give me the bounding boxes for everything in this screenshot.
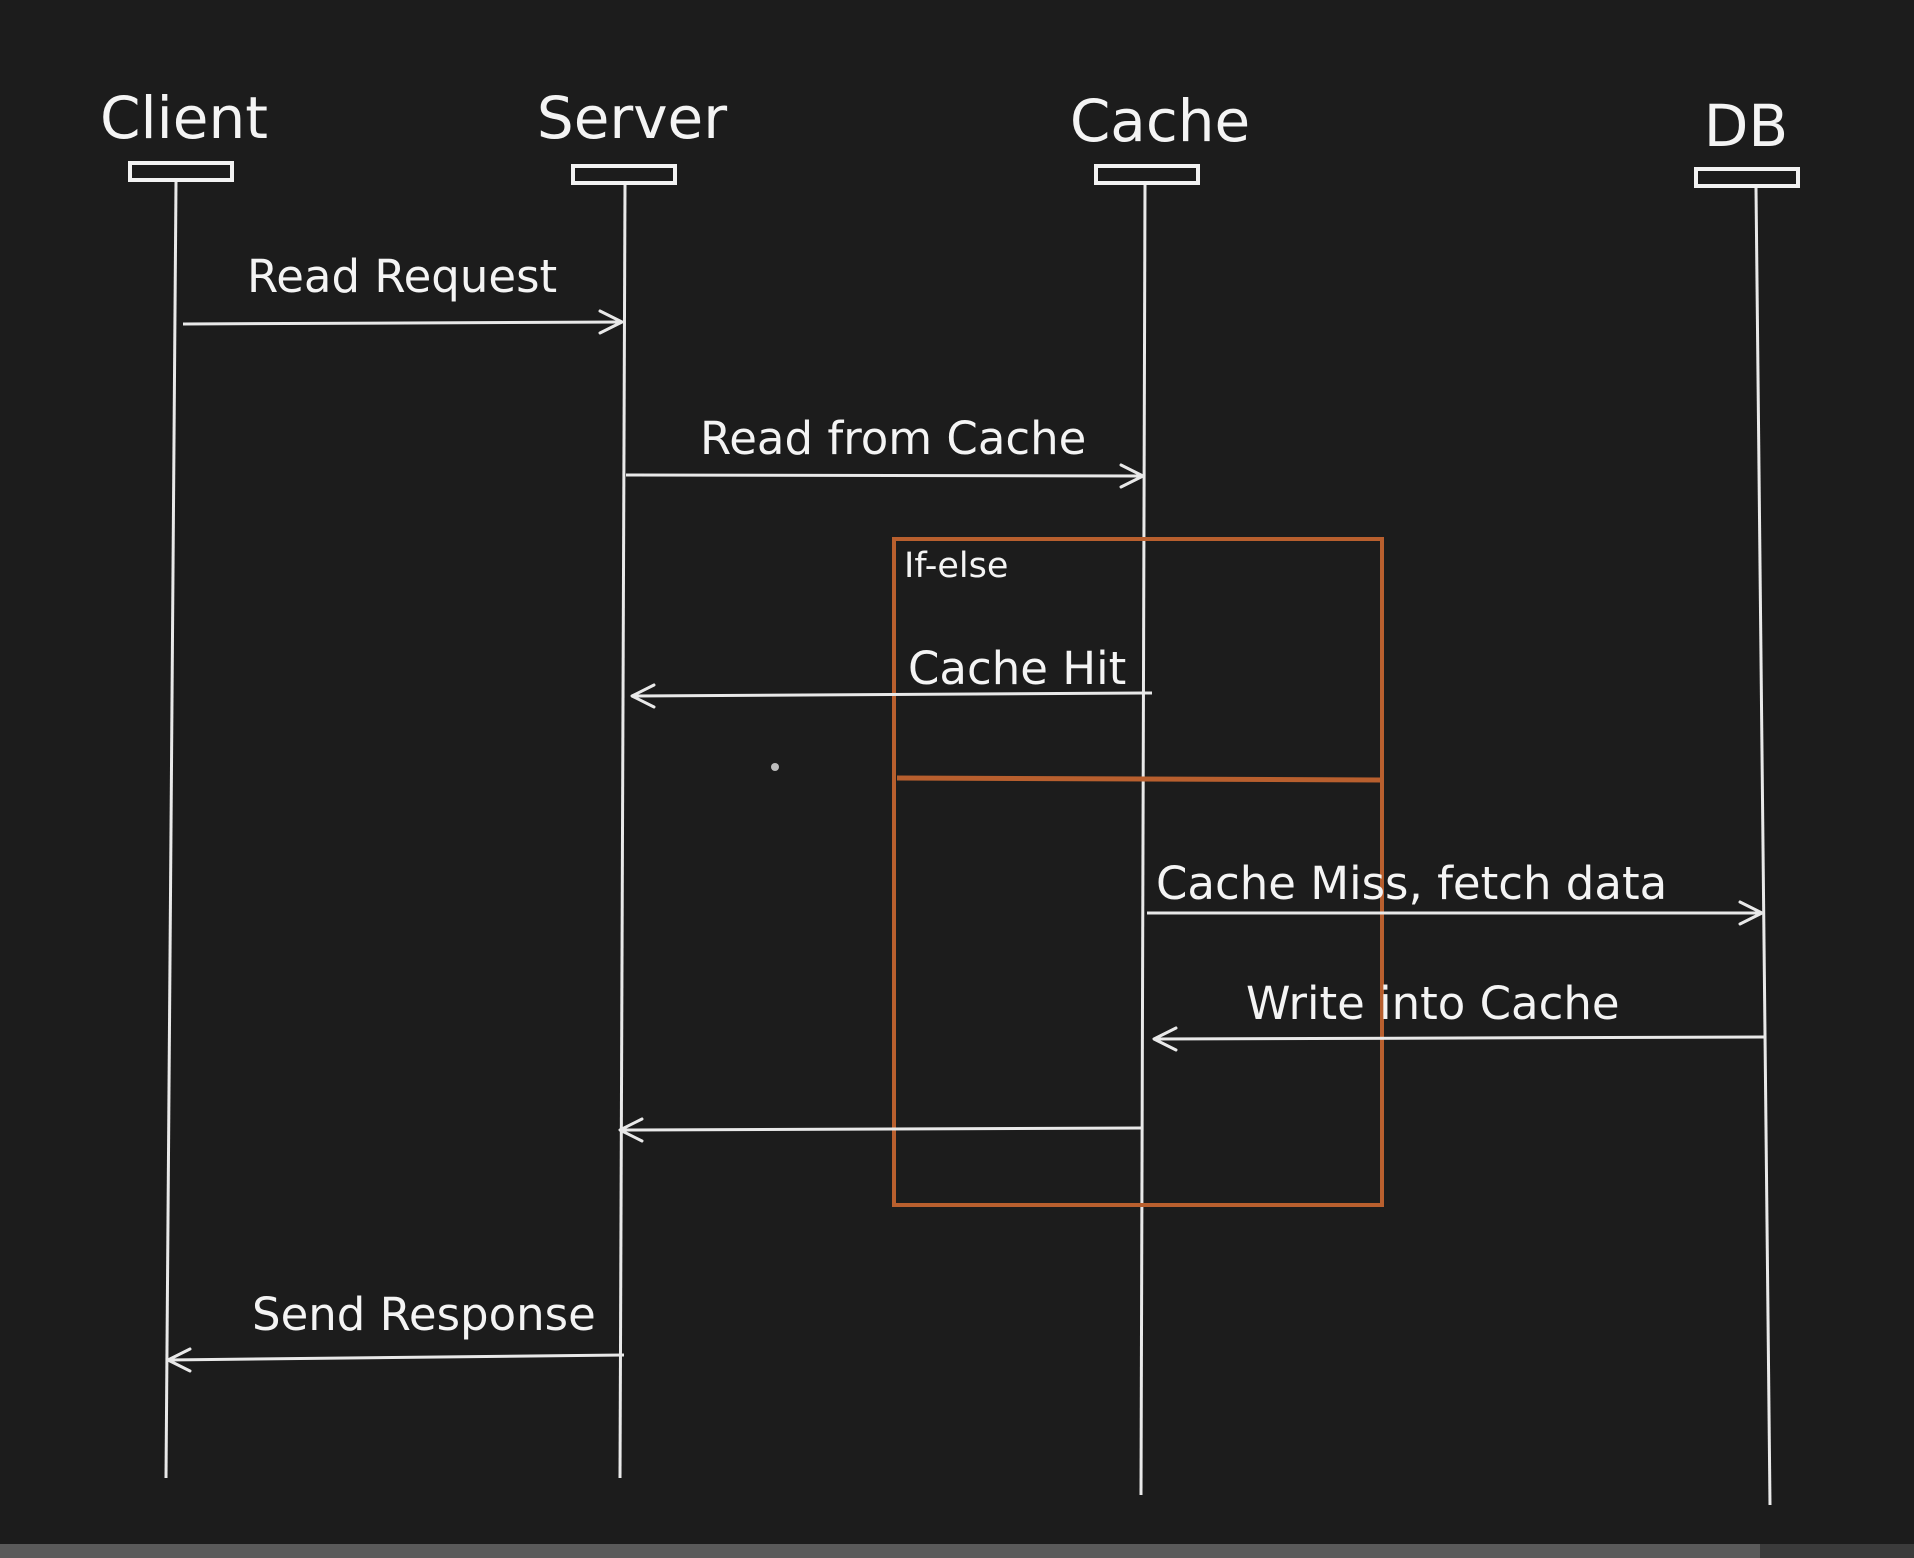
message-send-response-line [167,1353,625,1362]
message-write-into-cache-arrowhead [1152,1026,1178,1052]
message-read-from-cache-line [625,473,1144,478]
message-cache-return [618,1117,1142,1143]
message-cache-hit-arrowhead [630,683,656,709]
participant-client-header-box [128,161,234,182]
message-read-request-line [182,320,623,326]
participant-db-label: DB [1704,92,1788,160]
message-read-request: Read Request [182,250,624,335]
message-cache-hit-line [631,691,1153,698]
message-send-response-label: Send Response [252,1288,596,1341]
message-read-from-cache-label: Read from Cache [700,412,1086,465]
message-cache-miss-fetch-data-arrowhead [1738,900,1764,926]
participant-server: Server [537,84,727,185]
if-else-fragment-frame [892,537,1384,1207]
participant-db-header-box [1694,167,1800,188]
stray-dot [771,763,779,771]
message-send-response: Send Response [166,1288,625,1373]
message-read-from-cache-arrowhead [1119,463,1145,489]
if-else-fragment-divider [896,775,1381,783]
message-cache-miss-fetch-data-label: Cache Miss, fetch data [1156,857,1667,910]
message-write-into-cache-label: Write into Cache [1246,977,1620,1030]
participant-client-label: Client [100,84,268,152]
video-progress-bar[interactable] [0,1544,1914,1558]
message-read-request-arrowhead [598,309,624,335]
if-else-fragment: If-else [892,537,1384,1207]
participant-db: DB [1694,92,1800,188]
participant-server-header-box [571,164,677,185]
message-cache-hit-label: Cache Hit [908,642,1126,695]
server-lifeline [618,184,627,1479]
message-send-response-arrowhead [166,1347,192,1373]
message-cache-hit: Cache Hit [630,642,1153,709]
participant-cache-label: Cache [1070,87,1250,155]
participant-client: Client [100,84,268,182]
message-read-request-label: Read Request [247,250,557,303]
message-read-from-cache: Read from Cache [625,412,1145,489]
db-lifeline [1754,187,1772,1506]
cache-lifeline [1139,184,1147,1496]
client-lifeline [164,181,178,1479]
participant-server-label: Server [537,84,727,152]
message-cache-miss-fetch-data: Cache Miss, fetch data [1147,857,1764,926]
participant-cache: Cache [1070,87,1250,185]
video-progress-bar-fill [0,1544,1760,1558]
participant-cache-header-box [1094,164,1200,185]
message-cache-return-line [619,1126,1142,1132]
message-cache-return-arrowhead [618,1117,644,1143]
message-write-into-cache: Write into Cache [1152,977,1765,1052]
message-write-into-cache-line [1153,1035,1765,1041]
if-else-fragment-label: If-else [904,546,1008,586]
